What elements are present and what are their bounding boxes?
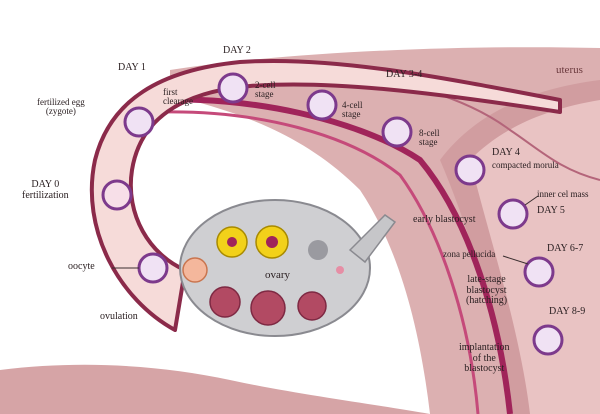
inner-cell-mass-label: inner cel mass	[537, 189, 589, 199]
eight-cell-embryo	[381, 116, 413, 148]
day1-label: DAY 1	[118, 62, 146, 73]
ovarian-ligament	[348, 214, 397, 264]
ruptured-follicle	[182, 257, 208, 283]
oocyte-label: oocyte	[68, 261, 95, 272]
eight-cell-label: 8-cell stage	[419, 128, 440, 148]
follicle-red-2	[250, 290, 286, 326]
ovary-label: ovary	[265, 269, 291, 281]
zygote-cell	[123, 106, 155, 138]
first-cleavage-text-2: clearage	[163, 96, 193, 107]
endometrium-stripe	[149, 96, 513, 414]
morula-cell	[454, 154, 486, 186]
lower-wall	[0, 364, 430, 414]
day5-label: DAY 5	[537, 205, 565, 216]
late-stage-text-1: late-stage	[467, 274, 506, 285]
zona-pellucida-label: zona pellucida	[443, 249, 496, 259]
late-stage-label: late-stage blastocyst (hatching)	[466, 274, 508, 307]
day34-label: DAY 3-4	[386, 69, 423, 80]
implantation-text-3: blastocyst	[464, 363, 505, 374]
day2-label: DAY 2	[223, 45, 251, 56]
implantation-text-1: implantation	[459, 342, 510, 353]
fertilization-text: fertilization	[22, 189, 69, 201]
ovulation-label: ovulation	[100, 311, 138, 322]
oocyte-cell	[137, 252, 169, 284]
eight-cell-text-2: stage	[419, 137, 438, 148]
late-stage-text-3: (hatching)	[466, 295, 508, 306]
eight-cell-text-1: 8-cell	[419, 128, 440, 138]
fertilized-egg-text: fertilized egg	[37, 97, 85, 107]
two-cell-label: 2-cell stage	[255, 80, 276, 100]
day4-label: DAY 4	[492, 147, 520, 158]
follicle-core-2	[266, 236, 278, 248]
four-cell-label: 4-cell stage	[342, 100, 363, 120]
zygote-text: (zygote)	[45, 106, 76, 117]
uterine-lining	[470, 100, 600, 414]
late-blastocyst-cell	[523, 256, 555, 288]
follicle-red-3	[297, 291, 327, 321]
implantation-text-2: of the	[472, 352, 496, 364]
day67-label: DAY 6-7	[547, 243, 584, 254]
endometrium-stripe-inner	[159, 110, 480, 414]
first-cleavage-label: first clearage	[163, 87, 193, 107]
two-cell-text-1: 2-cell	[255, 80, 276, 90]
day0-text: DAY 0	[31, 179, 60, 190]
early-blastocyst-cell	[497, 198, 529, 230]
fertilized-egg-label: fertilized egg (zygote)	[37, 97, 85, 117]
two-cell-embryo	[217, 72, 249, 104]
two-cell-text-2: stage	[255, 89, 274, 100]
early-blastocyst-label: early blastocyst	[413, 214, 476, 225]
implanting-blastocyst-cell	[532, 324, 564, 356]
four-cell-text-1: 4-cell	[342, 100, 363, 110]
four-cell-embryo	[306, 89, 338, 121]
first-cleavage-text-1: first	[163, 87, 178, 97]
follicle-small	[336, 266, 344, 274]
fertilization-cell	[101, 179, 133, 211]
follicle-gray	[308, 240, 328, 260]
four-cell-text-2: stage	[342, 109, 361, 120]
day0-label: DAY 0 fertilization	[22, 179, 69, 201]
day89-label: DAY 8-9	[549, 306, 586, 317]
fallopian-tube-outline	[89, 58, 562, 332]
compacted-morula-label: compacted morula	[492, 160, 559, 170]
uterus-label: uterus	[556, 64, 583, 76]
implantation-label: implantation of the blastocyst	[459, 342, 510, 375]
follicle-core-1	[227, 237, 237, 247]
inner-cell-mass-pointer	[524, 195, 539, 206]
follicle-red-1	[209, 286, 241, 318]
zona-pellucida-pointer	[502, 255, 529, 265]
late-stage-text-2: blastocyst	[466, 284, 507, 296]
